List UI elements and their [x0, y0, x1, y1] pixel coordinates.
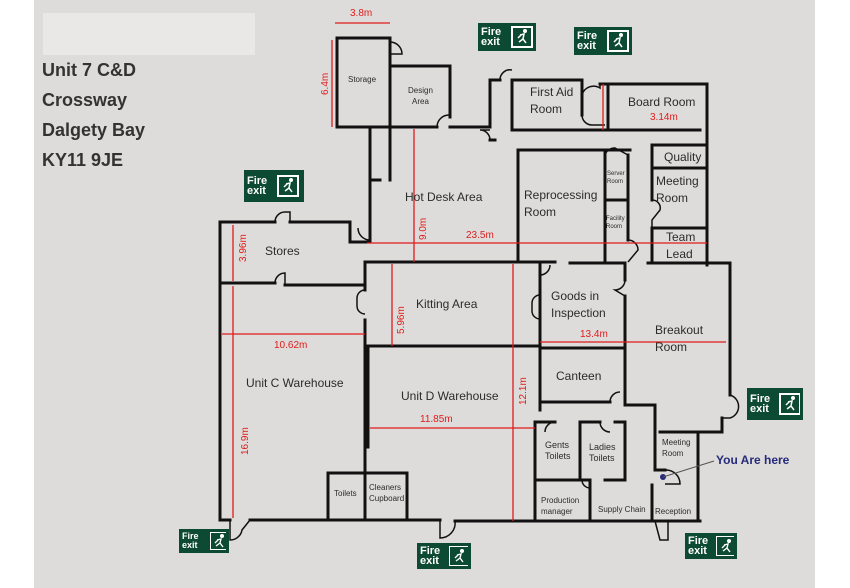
room-ladies: Ladies Toilets [589, 442, 616, 463]
fire-exit-text: Fire [750, 393, 771, 405]
fire-exit-text: Fire [420, 545, 441, 557]
address-line-1: Unit 7 C&D [42, 60, 136, 80]
room-stores: Stores [265, 244, 300, 258]
running-man-icon [511, 26, 533, 48]
room-reprocessing: Reprocessing Room [524, 188, 598, 219]
fire-exit-text: exit [247, 185, 266, 197]
room-meeting-upper: Meeting Room [656, 174, 699, 205]
address-line-3: Dalgety Bay [42, 120, 146, 140]
floor-plan-paper [34, 0, 815, 588]
room-unit-d: Unit D Warehouse [401, 389, 499, 403]
dim-unit-d-height: 12.1m [518, 377, 529, 405]
running-man-icon [607, 30, 629, 52]
dim-storage-width: 3.8m [350, 8, 373, 19]
room-breakout: Breakout Room [655, 323, 704, 354]
room-canteen: Canteen [556, 369, 602, 383]
you-are-here-marker: You Are here [716, 453, 790, 467]
fire-exit-text: Fire [481, 26, 502, 38]
fire-exit-text: Fire [577, 30, 598, 42]
room-supply-chain: Supply Chain [598, 505, 646, 514]
dim-unit-d-width: 11.85m [420, 414, 453, 425]
room-facility: Facility Room [606, 216, 625, 230]
dim-kitting-height: 5.96m [396, 306, 407, 334]
address-line-4: KY11 9JE [42, 150, 124, 170]
dim-unit-c-height: 16.9m [240, 427, 251, 455]
fire-exit-text: exit [182, 540, 198, 550]
fire-exit-text: Fire [182, 531, 199, 541]
running-man-icon [448, 546, 468, 566]
dim-unit-c-width: 10.62m [274, 340, 308, 351]
redacted-header-box [43, 13, 255, 55]
running-man-icon [778, 393, 800, 415]
room-gents: Gents Toilets [545, 440, 571, 461]
dim-total-width: 23.5m [466, 230, 494, 241]
running-man-icon [715, 536, 735, 556]
running-man-icon [277, 175, 299, 197]
room-unit-c: Unit C Warehouse [246, 376, 344, 390]
room-quality: Quality [664, 150, 702, 164]
dim-goods-in-breakout: 13.4m [580, 329, 608, 340]
room-team-lead: Team Lead [666, 230, 696, 261]
room-design-area: Design Area [408, 86, 433, 106]
fire-exit-text: exit [420, 555, 439, 567]
room-meeting-lower: Meeting Room [662, 438, 691, 458]
running-man-icon [209, 532, 227, 550]
room-server: Server Room [607, 171, 625, 185]
fire-exit-text: exit [688, 545, 707, 557]
room-toilets: Toilets [334, 489, 357, 498]
room-goods-in: Goods in Inspection [551, 289, 606, 320]
address-block: Unit 7 C&D Crossway Dalgety Bay KY11 9JE [42, 55, 145, 175]
room-reception: Reception [655, 507, 692, 516]
room-cleaners: Cleaners Cupboard [369, 483, 405, 503]
fire-exit-text: exit [577, 40, 596, 52]
dim-stores-height: 3.96m [238, 234, 249, 262]
fire-exit-text: exit [750, 403, 769, 415]
dim-board-room: 3.14m [650, 112, 678, 123]
fire-exit-text: Fire [247, 175, 268, 187]
room-board-room: Board Room [628, 95, 696, 109]
room-production-manager: Production manager [541, 496, 580, 516]
address-line-2: Crossway [42, 90, 128, 110]
room-first-aid: First Aid Room [530, 85, 574, 116]
room-storage: Storage [348, 75, 377, 84]
room-hot-desk: Hot Desk Area [405, 190, 483, 204]
dim-storage-height: 6.4m [320, 72, 331, 95]
dim-hot-desk-height: 9.0m [418, 217, 429, 240]
fire-exit-text: exit [481, 36, 500, 48]
room-kitting: Kitting Area [416, 297, 478, 311]
fire-exit-text: Fire [688, 535, 709, 547]
